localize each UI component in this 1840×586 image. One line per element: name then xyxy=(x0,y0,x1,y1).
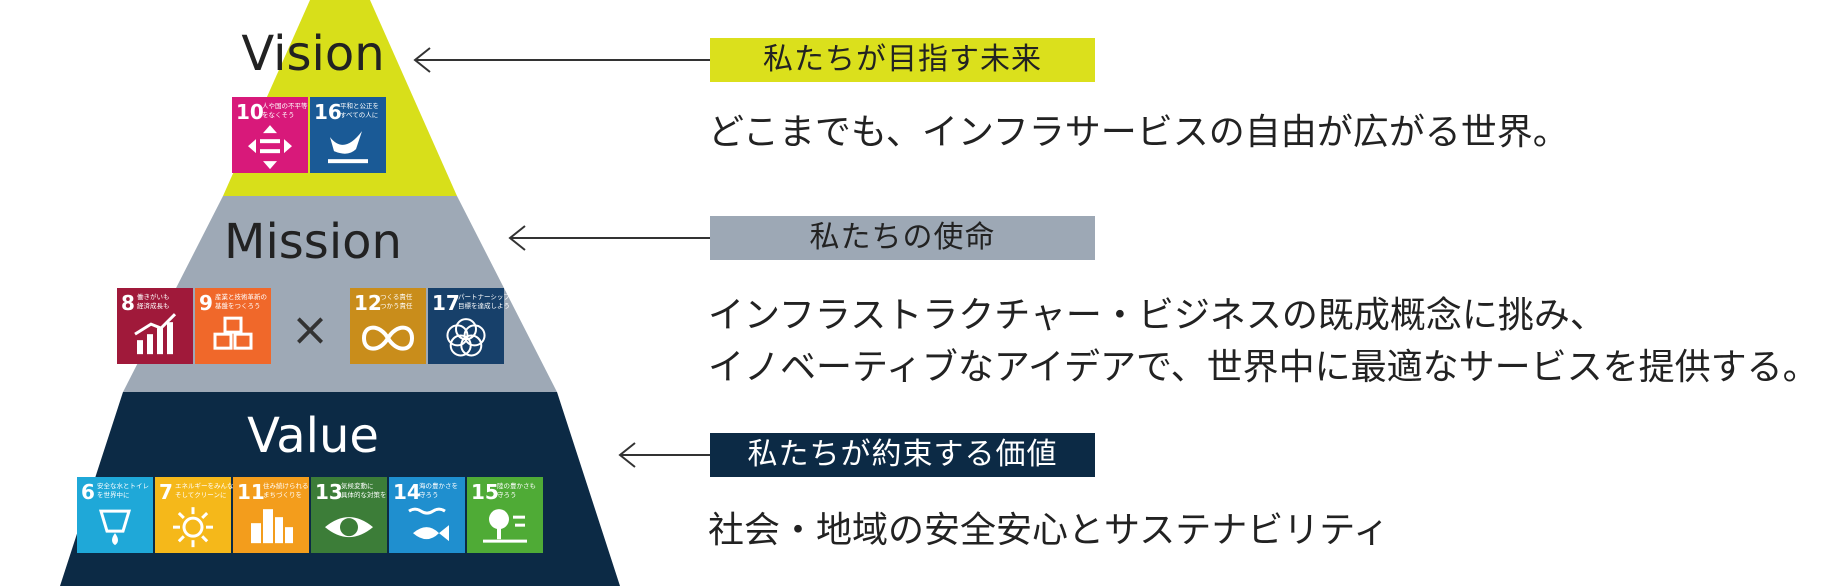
sdg-goal-number: 10 xyxy=(236,100,264,124)
sdg-goal-number: 17 xyxy=(432,291,460,315)
sdg-tile-background xyxy=(428,288,504,364)
sdg-goal-caption: 守ろう xyxy=(419,490,439,499)
value-label: Value xyxy=(247,408,379,464)
sdg-goal-caption: 目標を達成しよう xyxy=(458,301,510,310)
sdg-goal-number: 11 xyxy=(237,480,265,504)
sdg-goal-number: 13 xyxy=(315,480,343,504)
sdg-goal-caption: 働きがいも xyxy=(137,292,170,301)
sdg-goal-caption: パートナーシップで xyxy=(458,293,517,301)
equality-arrows-icon xyxy=(248,125,292,170)
mission-description-line: イノベーティブなアイデアで、世界中に最適なサービスを提供する。 xyxy=(708,347,1819,388)
vision-description: どこまでも、インフラサービスの自由が広がる世界。 xyxy=(708,107,1569,159)
sdg-goal-caption: を世界中に xyxy=(97,490,130,499)
sdg-goal-caption: そしてクリーンに xyxy=(175,491,226,499)
sdg-goal-caption: まちづくりを xyxy=(263,490,302,499)
sdg-tile-background xyxy=(350,288,426,364)
sdg-tile-background xyxy=(232,97,308,173)
sdg-goal-number: 12 xyxy=(354,291,382,315)
sdg-goal-number: 9 xyxy=(199,291,213,315)
flower-rings-icon xyxy=(446,318,486,357)
vision-description-line: どこまでも、インフラサービスの自由が広がる世界。 xyxy=(708,112,1569,153)
water-drop-icon xyxy=(98,509,132,546)
sdg-tile-background xyxy=(311,477,387,553)
sun-icon xyxy=(173,507,213,548)
mission-description-line: インフラストラクチャー・ビジネスの既成概念に挑み、 xyxy=(708,295,1606,336)
sdg-goal-caption: つかう責任 xyxy=(380,301,413,310)
vision-tag: 私たちが目指す未来 xyxy=(710,38,1095,82)
sdg-goal-caption: エネルギーをみんなに xyxy=(175,482,240,490)
sdg-goal-caption: つくる責任 xyxy=(380,292,413,301)
vision-arrow xyxy=(413,47,710,73)
growth-chart-icon xyxy=(134,313,177,355)
sdg-goal-caption: 経済成長も xyxy=(137,301,170,310)
sdg-goal-caption: 守ろう xyxy=(497,490,517,499)
value-description: 社会・地域の安全安心とサステナビリティ xyxy=(708,505,1389,557)
eye-globe-icon xyxy=(325,517,373,538)
sdg-goal-number: 7 xyxy=(159,480,173,504)
sdg-goal-caption: 住み続けられる xyxy=(263,481,309,490)
sdg-goal-caption: 気候変動に xyxy=(341,481,374,490)
sdg-goal-caption: すべての人に xyxy=(340,111,378,119)
sdg-tile-background xyxy=(389,477,465,553)
sdg-goal-caption: 基盤をつくろう xyxy=(215,301,261,310)
mission-label: Mission xyxy=(224,214,402,270)
sdg-goal-number: 8 xyxy=(121,291,135,315)
sdg-goal-caption: 人や国の不平等 xyxy=(262,101,308,110)
dove-icon xyxy=(328,131,368,164)
value-tag: 私たちが約束する価値 xyxy=(710,433,1095,477)
sdg-goal-number: 14 xyxy=(393,480,421,504)
sdg-goal-caption: 具体的な対策を xyxy=(341,490,387,499)
sdg-goal-number: 15 xyxy=(471,480,499,504)
mission-description: インフラストラクチャー・ビジネスの既成概念に挑み、 イノベーティブなアイデアで、… xyxy=(708,290,1819,394)
multiply-symbol: × xyxy=(291,302,330,356)
sdg-goal-caption: をなくそう xyxy=(262,111,295,119)
sdg-goal-caption: 平和と公正を xyxy=(340,101,379,110)
sdg-tile-background xyxy=(195,288,271,364)
vision-label: Vision xyxy=(241,26,384,82)
sdg-goal-caption: 産業と技術革新の xyxy=(215,292,267,301)
infinity-icon xyxy=(361,325,415,351)
tree-icon xyxy=(483,509,527,543)
sdg-goal-caption: 陸の豊かさも xyxy=(497,481,536,490)
sdg-goal-caption: 安全な水とトイレ xyxy=(97,481,149,490)
sdg-goal-caption: 海の豊かさを xyxy=(419,481,458,490)
cubes-icon xyxy=(213,316,253,350)
sdg-goal-number: 6 xyxy=(81,480,95,504)
sdg-goal-number: 16 xyxy=(314,100,342,124)
city-icon xyxy=(251,509,293,544)
mission-tag: 私たちの使命 xyxy=(710,216,1095,260)
value-arrow xyxy=(618,442,710,468)
mission-arrow xyxy=(508,225,710,251)
value-description-line: 社会・地域の安全安心とサステナビリティ xyxy=(708,510,1390,551)
fish-icon xyxy=(408,507,449,542)
